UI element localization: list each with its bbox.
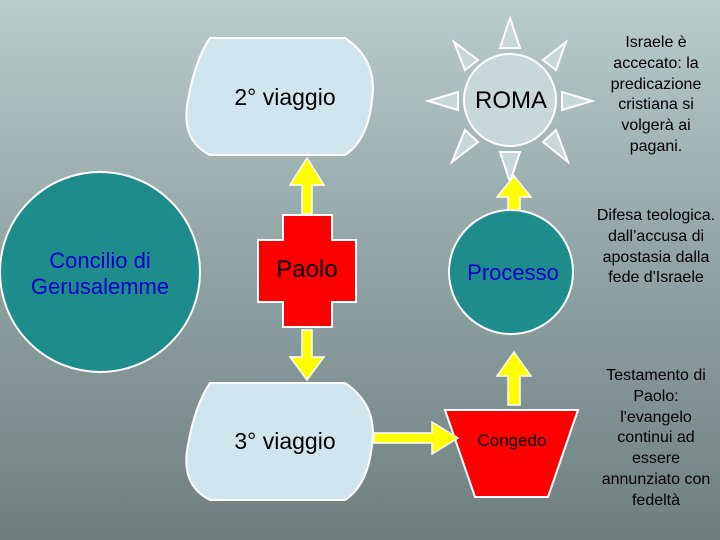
label-concilio: Concilio di Gerusalemme xyxy=(30,247,170,299)
label-processo: Processo xyxy=(467,259,559,285)
note-difesa: Difesa teologica. dall’accusa di apostas… xyxy=(596,207,716,287)
arrow-3-viaggio-to-congedo xyxy=(373,420,460,456)
scroll-2-viaggio xyxy=(185,37,374,156)
scroll-3-viaggio xyxy=(185,382,374,501)
arrow-congedo-to-processo xyxy=(495,350,533,406)
label-3-viaggio: 3° viaggio xyxy=(234,428,336,455)
note-testamento: Testamento di Paolo: l'evangelo continui… xyxy=(601,367,711,509)
congedo-trapezoid xyxy=(443,409,580,498)
label-roma: ROMA xyxy=(475,86,547,114)
label-2-viaggio: 2° viaggio xyxy=(234,84,336,111)
arrows xyxy=(288,156,533,456)
label-congedo: Congedo xyxy=(477,430,547,450)
arrow-paolo-to-3-viaggio xyxy=(288,329,326,382)
label-paolo: Paolo xyxy=(276,255,338,283)
note-israele: Israele è accecato: la predicazione cris… xyxy=(610,34,702,155)
roma-sun xyxy=(424,14,596,186)
paolo-cross xyxy=(257,214,357,328)
arrow-processo-to-roma xyxy=(495,174,533,211)
concilio-circle xyxy=(0,171,201,373)
arrow-paolo-to-2-viaggio xyxy=(288,156,326,215)
